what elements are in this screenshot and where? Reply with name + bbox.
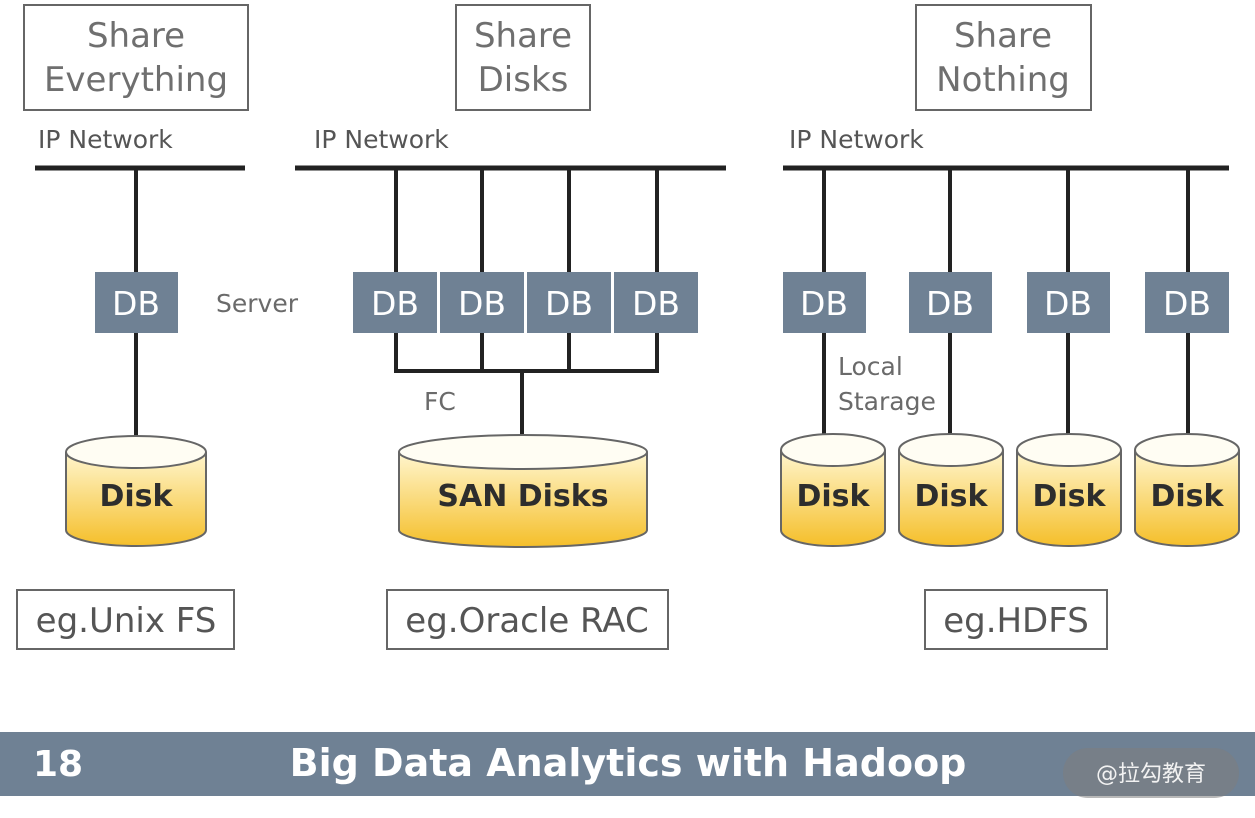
watermark-text: @拉勾教育: [1096, 762, 1206, 787]
db-server-label: DB: [371, 284, 419, 323]
disk-label: Disk: [100, 479, 174, 514]
disk-cylinder: Disk: [1134, 433, 1240, 547]
footer-title: Big Data Analytics with Hadoop: [290, 741, 967, 785]
db-server-label: DB: [112, 284, 160, 323]
db-server-label: DB: [1044, 284, 1092, 323]
db-server-label: DB: [800, 284, 848, 323]
example-label: eg.HDFS: [943, 601, 1089, 641]
db-server-box: [614, 272, 698, 333]
db-server-label: DB: [458, 284, 506, 323]
san-disks-label: SAN Disks: [437, 479, 608, 514]
disk-cylinder: Disk: [65, 435, 207, 547]
share-everything-title-line1: Share: [87, 16, 185, 56]
example-label: eg.Unix FS: [36, 601, 217, 641]
disk-cylinder: Disk: [898, 433, 1004, 547]
db-server-box: [95, 272, 178, 333]
share-nothing-title-line2: Nothing: [936, 60, 1070, 100]
share-disks-title-line2: Disks: [478, 60, 569, 100]
disk-label: Disk: [1151, 479, 1225, 514]
local-storage-label-line2: Starage: [838, 387, 936, 416]
ip-network-label: IP Network: [38, 125, 173, 154]
disk-cylinder: Disk: [780, 433, 886, 547]
share-disks-title-line1: Share: [474, 16, 572, 56]
example-box: [16, 589, 235, 650]
footer-bar: 18 Big Data Analytics with Hadoop @拉勾教育: [0, 732, 1255, 798]
disk-cylinder: Disk: [1016, 433, 1122, 547]
disk-label: Disk: [797, 479, 871, 514]
db-server-label: DB: [632, 284, 680, 323]
disk-label: Disk: [1033, 479, 1107, 514]
db-server-box: [783, 272, 866, 333]
example-box: [924, 589, 1108, 650]
share-disks-title-box: [455, 4, 591, 111]
fc-label: FC: [424, 387, 456, 416]
local-storage-label-line1: Local: [838, 352, 903, 381]
db-server-label: DB: [926, 284, 974, 323]
slide-number: 18: [33, 744, 83, 785]
db-server-box: [353, 272, 437, 333]
db-server-box: [440, 272, 524, 333]
example-box: [386, 589, 669, 650]
share-everything-title-line2: Everything: [44, 60, 228, 100]
db-server-box: [527, 272, 611, 333]
ip-network-label: IP Network: [789, 125, 924, 154]
server-label: Server: [216, 289, 299, 318]
db-server-box: [1027, 272, 1110, 333]
ip-network-label: IP Network: [314, 125, 449, 154]
share-nothing-title-line1: Share: [954, 16, 1052, 56]
db-server-label: DB: [1163, 284, 1211, 323]
example-label: eg.Oracle RAC: [405, 601, 648, 641]
share-everything-section: Share Everything IP Network DB Server Di…: [16, 4, 299, 650]
db-server-label: DB: [545, 284, 593, 323]
db-server-box: [909, 272, 992, 333]
share-nothing-section: Share Nothing IP Network DB DB DB DB Loc…: [780, 4, 1240, 650]
db-server-box: [1145, 272, 1229, 333]
footer-background: [0, 732, 1255, 796]
share-everything-title-box: [23, 4, 249, 111]
share-nothing-title-box: [915, 4, 1092, 111]
san-disks-cylinder: SAN Disks: [398, 434, 648, 548]
disk-label: Disk: [915, 479, 989, 514]
watermark-badge: [1063, 748, 1239, 798]
share-disks-section: Share Disks IP Network DB DB DB DB FC SA…: [295, 4, 726, 650]
